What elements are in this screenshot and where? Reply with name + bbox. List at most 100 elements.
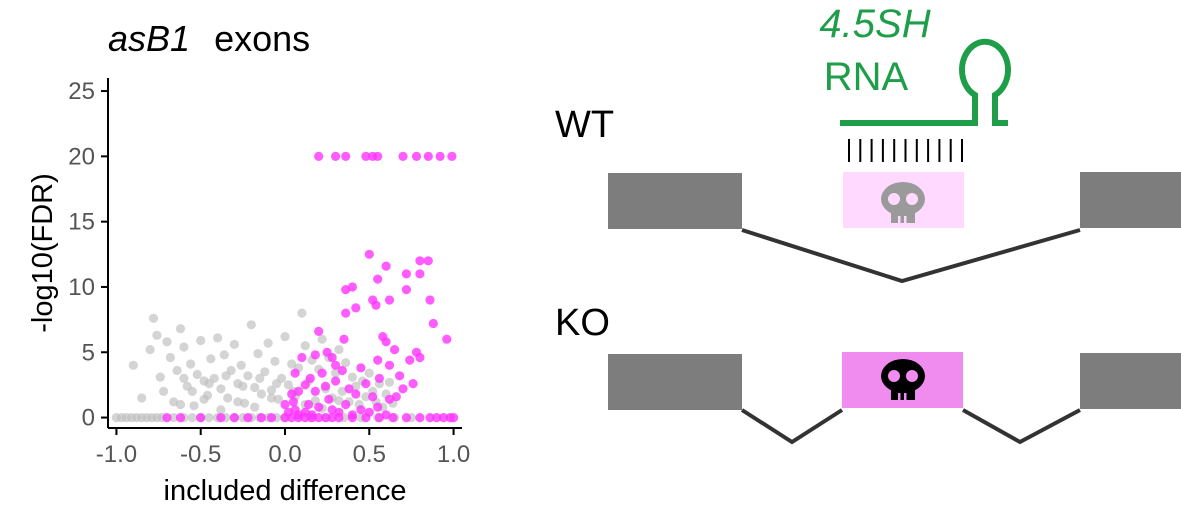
data-point	[233, 397, 243, 407]
chart-title-gene: asB1	[108, 18, 190, 59]
data-point	[356, 363, 366, 373]
data-point	[236, 360, 246, 370]
y-tick-label: 25	[68, 78, 95, 105]
data-point	[423, 256, 433, 266]
data-point	[425, 295, 435, 305]
data-point	[155, 372, 165, 382]
data-point	[199, 394, 209, 404]
data-point	[310, 386, 320, 396]
data-point	[374, 373, 384, 383]
data-point	[280, 332, 290, 342]
data-point	[364, 368, 374, 378]
data-point	[137, 393, 147, 403]
data-point	[368, 295, 378, 305]
data-point	[442, 334, 452, 344]
data-point	[175, 413, 186, 423]
data-point	[344, 384, 354, 394]
base-pairing-marks	[848, 139, 963, 162]
data-point	[307, 413, 317, 423]
data-point	[364, 249, 374, 259]
data-point	[341, 399, 351, 410]
data-point	[435, 151, 445, 161]
data-point	[401, 285, 411, 295]
data-point	[339, 334, 349, 344]
data-point	[351, 303, 361, 313]
ko-splice-line-right	[962, 408, 1081, 445]
data-point	[361, 379, 371, 389]
data-point	[314, 402, 324, 412]
data-point	[415, 352, 425, 363]
data-point	[290, 368, 300, 378]
data-point	[283, 380, 293, 390]
data-point	[175, 399, 186, 410]
data-point	[432, 413, 442, 423]
data-point	[314, 413, 324, 423]
data-point	[331, 151, 341, 161]
data-point	[288, 397, 298, 407]
data-point	[256, 413, 266, 423]
data-point	[204, 413, 214, 423]
data-point	[398, 151, 408, 161]
data-point	[216, 384, 226, 394]
ko-exon-right	[1080, 353, 1181, 409]
data-point	[250, 402, 260, 412]
data-point	[250, 382, 260, 393]
data-point	[341, 151, 351, 161]
y-tick-label: 20	[68, 143, 95, 170]
data-point	[238, 381, 248, 391]
data-point	[398, 384, 408, 394]
data-point	[253, 349, 263, 359]
data-point	[374, 413, 384, 423]
data-point	[415, 256, 425, 266]
data-point	[219, 350, 229, 360]
data-point	[415, 413, 425, 423]
data-point	[196, 413, 206, 423]
data-point	[162, 337, 172, 347]
data-point	[331, 360, 341, 370]
x-tick-label: 0.0	[268, 441, 301, 468]
data-point	[243, 413, 253, 423]
data-point	[314, 151, 324, 161]
data-point	[384, 295, 395, 305]
data-point	[428, 318, 438, 329]
y-tick-label: 5	[82, 339, 95, 366]
data-point	[297, 352, 307, 363]
skull-icon	[881, 182, 925, 224]
data-point	[162, 413, 172, 423]
data-point	[213, 333, 223, 343]
wt-splice-line	[741, 228, 1081, 284]
data-point	[145, 345, 155, 355]
data-point	[310, 350, 320, 360]
data-point	[347, 413, 357, 423]
data-point	[297, 308, 307, 318]
data-point	[334, 413, 344, 423]
data-point	[187, 413, 197, 423]
data-point	[221, 371, 231, 381]
data-point	[361, 392, 371, 402]
data-point	[300, 413, 310, 423]
data-point	[384, 360, 395, 370]
data-point	[300, 380, 310, 390]
x-tick-label: 1.0	[437, 441, 470, 468]
data-point	[373, 274, 383, 284]
data-point	[287, 389, 297, 399]
data-point	[327, 413, 337, 423]
data-point	[300, 341, 310, 351]
data-point	[273, 394, 283, 404]
data-point	[322, 347, 332, 357]
data-point	[159, 386, 169, 396]
data-point	[305, 373, 315, 383]
chart-title: asB1 exons	[108, 18, 310, 59]
ko-splice-line-left	[740, 408, 844, 445]
data-point	[334, 345, 344, 355]
rna-label-line2: RNA	[824, 55, 909, 99]
x-tick-label: 0.5	[353, 441, 386, 468]
data-point	[449, 413, 459, 423]
data-point	[192, 369, 202, 380]
data-point	[266, 385, 277, 395]
data-point	[341, 285, 351, 295]
data-point	[229, 413, 239, 423]
data-point	[186, 359, 196, 369]
